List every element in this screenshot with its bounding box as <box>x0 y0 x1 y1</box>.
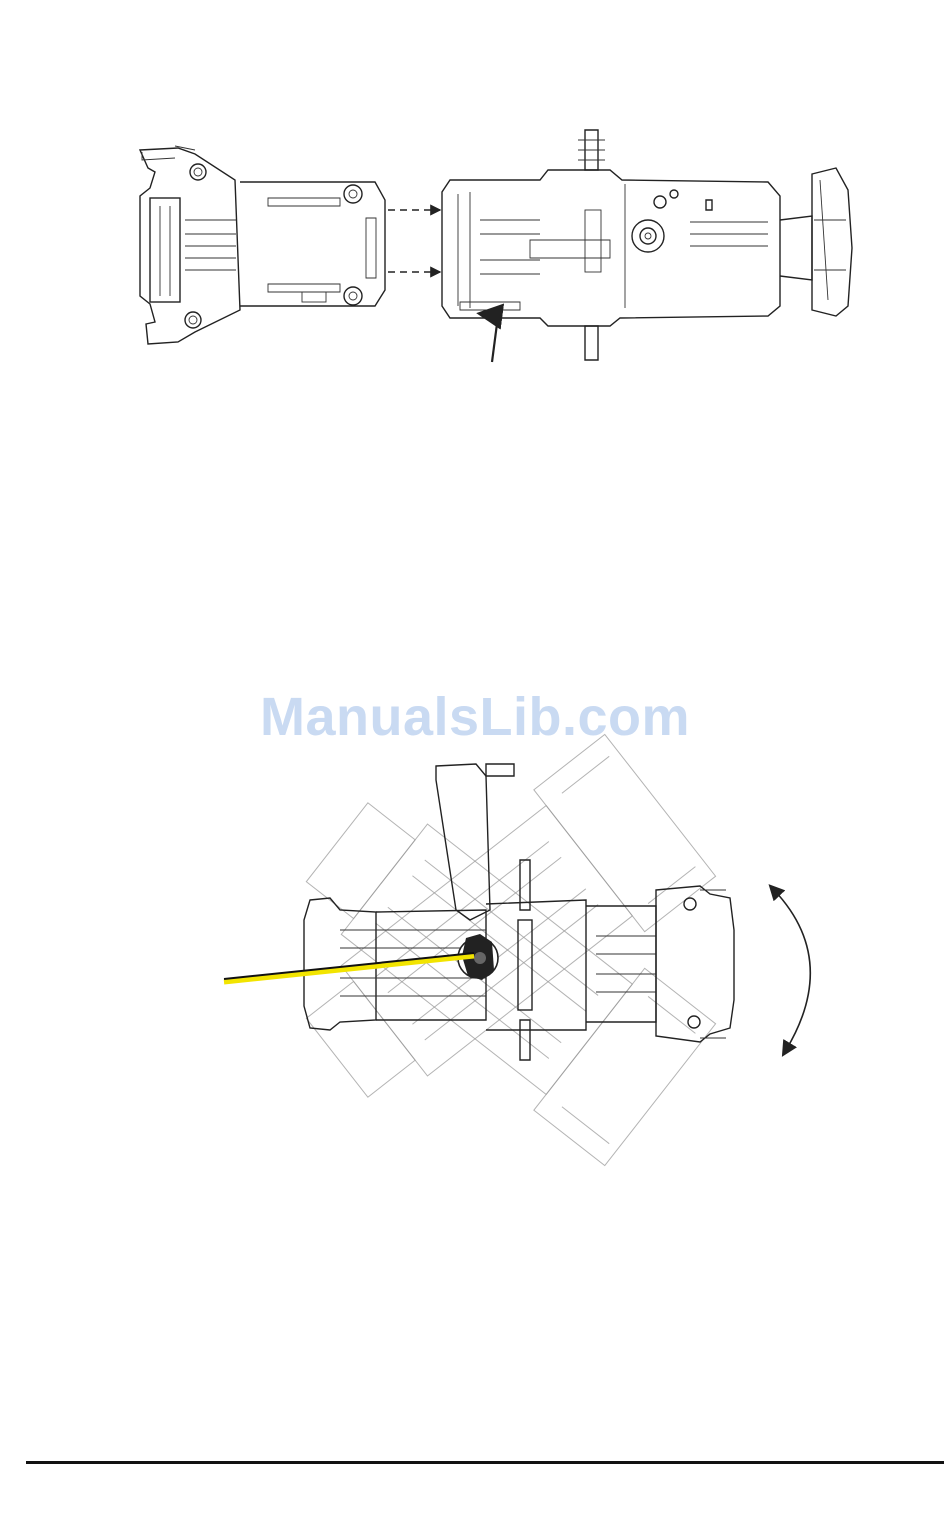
lens-assembly-drawing <box>0 110 950 380</box>
lens-assembly-figure <box>0 110 950 380</box>
insertion-arrow-icon <box>492 316 498 362</box>
tilt-adjust-drawing <box>0 730 950 1200</box>
fixture-body-icon <box>442 130 852 360</box>
rotation-arc-arrow-icon <box>774 890 810 1050</box>
footer-divider <box>26 1461 944 1464</box>
lens-tube-icon <box>140 146 385 344</box>
tilt-adjust-figure <box>0 730 950 1200</box>
yoke-tilt-icon <box>282 734 734 1165</box>
alignment-dashed-arrow-icon <box>388 210 440 272</box>
